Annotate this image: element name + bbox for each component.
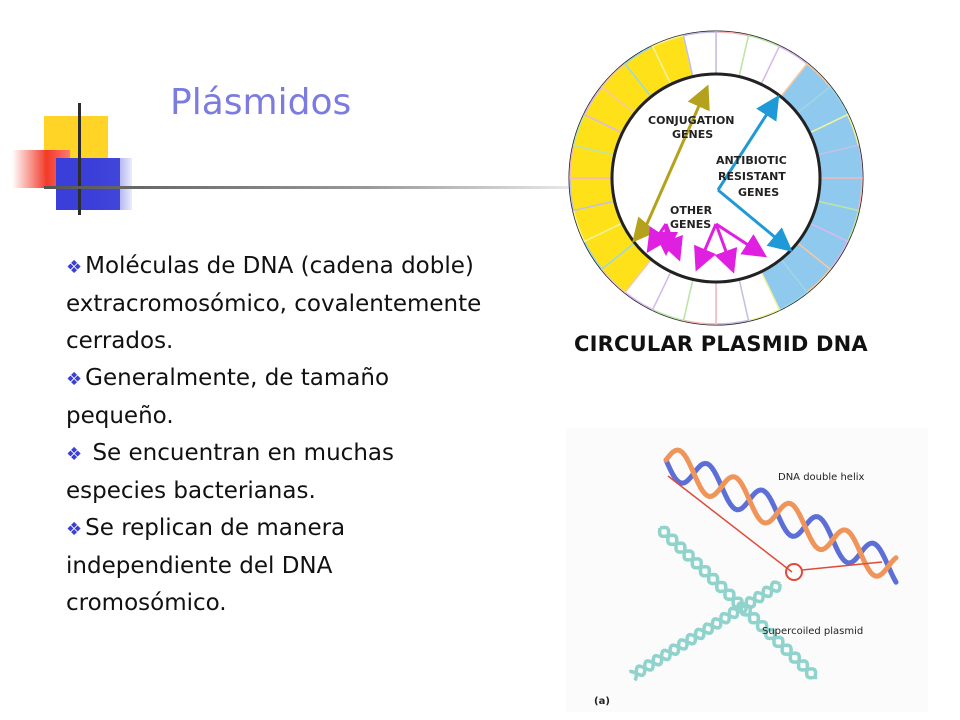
antibiotic-label: ANTIBIOTIC [716, 154, 787, 167]
conjugation-arrow-tail [632, 216, 657, 243]
decor-horizontal-line [44, 186, 584, 189]
bullet-item: ❖Generalmente, de tamaño pequeño. [66, 360, 496, 435]
supercoil-graphic [628, 525, 818, 682]
bullet-text: Se encuentran en muchas especies bacteri… [66, 440, 402, 504]
helix-strand-orange [663, 447, 899, 579]
decor-vertical-line [78, 103, 81, 215]
zoom-lines [667, 475, 883, 581]
double-helix-graphic [663, 447, 899, 585]
bullet-text: Moléculas de DNA (cadena doble) extracro… [66, 253, 482, 354]
plasmid-inner-ring [610, 72, 822, 284]
antibiotic-label-3: GENES [738, 186, 779, 199]
conjugation-arrow [644, 84, 710, 227]
bullet-item: ❖Se replican de manera independiente del… [66, 510, 496, 622]
dna-helix-figure: DNA double helix Supercoiled plasmid (a) [566, 428, 928, 712]
plasmid-caption: CIRCULAR PLASMID DNA [574, 332, 868, 356]
other-label: OTHER [670, 204, 713, 217]
antibiotic-label-2: RESISTANT [718, 170, 786, 183]
helix-strand-blue [663, 457, 899, 585]
conjugation-label-2: GENES [672, 128, 713, 141]
antibiotic-arrow-up [716, 94, 780, 191]
bullet-text: Generalmente, de tamaño pequeño. [66, 365, 390, 429]
helix-label: DNA double helix [778, 472, 865, 483]
panel-letter: (a) [594, 696, 610, 707]
diamond-bullet-icon: ❖ [66, 369, 83, 390]
supercoil-label: Supercoiled plasmid [762, 626, 863, 637]
other-label-2: GENES [670, 218, 711, 231]
decor-blue-fade [92, 158, 132, 210]
other-genes-arrows [646, 222, 768, 274]
antibiotic-arrow-down [717, 188, 793, 252]
bullet-item: ❖Moléculas de DNA (cadena doble) extracr… [66, 248, 496, 360]
circular-plasmid-diagram: CONJUGATION GENES ANTIBIOTIC RESISTANT G… [568, 30, 864, 326]
bullet-text: Se replican de manera independiente del … [66, 515, 346, 616]
diamond-bullet-icon: ❖ [66, 519, 83, 540]
bullet-list: ❖Moléculas de DNA (cadena doble) extracr… [66, 248, 496, 622]
diamond-bullet-icon: ❖ [66, 257, 83, 278]
diamond-bullet-icon: ❖ [66, 444, 83, 465]
bullet-item: ❖ Se encuentran en muchas especies bacte… [66, 435, 496, 510]
slide-title: Plásmidos [170, 82, 352, 123]
conjugation-label: CONJUGATION [648, 114, 735, 127]
